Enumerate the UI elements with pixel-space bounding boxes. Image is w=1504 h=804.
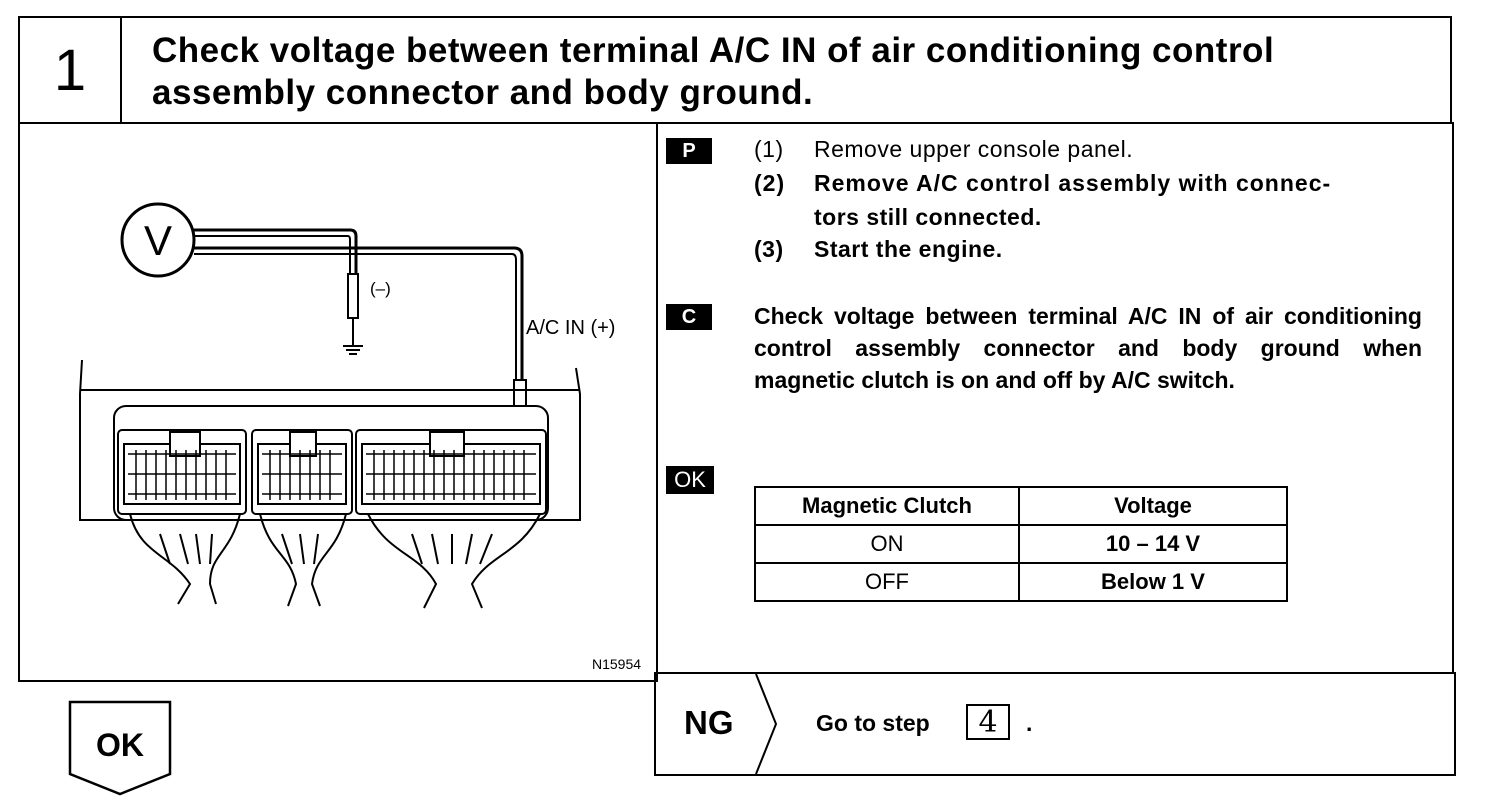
ok-result-arrow: OK (68, 700, 172, 796)
table-header-row: Magnetic Clutch Voltage (754, 486, 1288, 526)
voltmeter-label: V (144, 217, 172, 264)
preparation-tag: P (666, 138, 712, 164)
table-header: Magnetic Clutch (754, 486, 1020, 526)
table-cell: ON (754, 524, 1020, 564)
table-header: Voltage (1018, 486, 1288, 526)
goto-period: . (1026, 710, 1033, 736)
wire-harness (129, 513, 541, 609)
ok-criteria-tag: OK (666, 466, 714, 494)
figure-code: N15954 (592, 656, 642, 672)
table-row: ON 10 – 14 V (754, 524, 1288, 564)
ng-result-panel: NG Go to step 4 . (654, 672, 1456, 776)
step-title: Check voltage between terminal A/C IN of… (152, 31, 1275, 112)
voltage-spec-table: Magnetic Clutch Voltage ON 10 – 14 V OFF… (754, 486, 1288, 602)
connector-illustration: V (–) A/C IN (+) (79, 202, 615, 609)
table-cell: 10 – 14 V (1018, 524, 1288, 564)
connector-left (117, 429, 247, 515)
wiring-figure: V (–) A/C IN (+) (18, 122, 658, 682)
ng-label: NG (684, 704, 734, 741)
voltmeter-icon (120, 202, 196, 278)
positive-probe-label: A/C IN (+) (526, 317, 615, 339)
negative-probe-label: (–) (370, 279, 391, 298)
step-number: 1 (20, 18, 122, 122)
goto-text: Go to step (816, 710, 930, 736)
connector-middle (251, 429, 353, 515)
goto-step-link[interactable]: 4 (966, 704, 1010, 740)
table-cell: OFF (754, 562, 1020, 602)
step-header: 1 Check voltage between terminal A/C IN … (18, 16, 1452, 124)
check-instruction: Check voltage between terminal A/C IN of… (754, 303, 1422, 393)
chevron-right-icon (755, 674, 778, 774)
table-cell: Below 1 V (1018, 562, 1288, 602)
check-tag: C (666, 304, 712, 330)
table-row: OFF Below 1 V (754, 562, 1288, 602)
instructions-panel: P (1) Remove upper console panel. (2) Re… (656, 122, 1454, 674)
ok-label: OK (96, 727, 144, 763)
